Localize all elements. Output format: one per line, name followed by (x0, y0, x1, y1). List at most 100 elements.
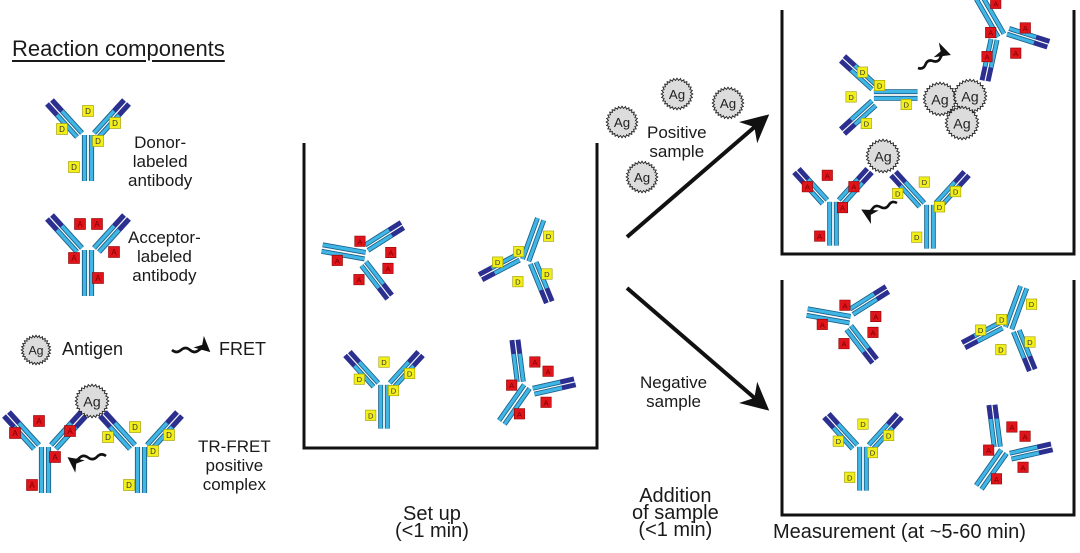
addition-step-label: Addition of sample (<1 min) (632, 485, 719, 541)
complex-label-line: positive (205, 456, 264, 475)
svg-text:D: D (903, 101, 909, 110)
svg-text:A: A (1023, 432, 1029, 441)
donor-tag: D (82, 105, 94, 117)
antigen-legend-label: Antigen (62, 339, 124, 359)
acceptor-tag: A (26, 479, 38, 491)
acceptor-tag: A (385, 246, 397, 258)
donor-label-line: Donor- (134, 133, 187, 152)
donor-tag: D (918, 176, 930, 188)
complex-label: TR-FRET positive complex (198, 437, 271, 494)
acceptor-tag: A (981, 51, 993, 63)
svg-text:D: D (895, 190, 901, 199)
donor-label-line: antibody (128, 171, 193, 190)
svg-text:A: A (840, 204, 846, 213)
svg-text:Ag: Ag (953, 116, 970, 132)
positive-sample-label: Positive sample (647, 123, 707, 161)
addition-step-line: (<1 min) (638, 519, 713, 541)
svg-text:A: A (546, 367, 552, 376)
svg-text:A: A (29, 481, 35, 490)
positive-sample-line: Positive (647, 123, 707, 142)
donor-tag: D (975, 324, 987, 336)
donor-tag: D (541, 268, 553, 280)
acceptor-tag: A (839, 299, 851, 311)
svg-text:D: D (999, 316, 1005, 325)
acceptor-tag: A (990, 473, 1002, 485)
svg-text:D: D (516, 248, 522, 257)
donor-tag: D (378, 356, 390, 368)
setup-step-line: Set up (403, 503, 461, 525)
positive-complex-antigen: Ag (865, 138, 901, 174)
donor-tag: D (866, 447, 879, 459)
addition-step-line: Addition (639, 485, 712, 507)
svg-text:A: A (356, 276, 362, 285)
positive-antigen: Ag (922, 81, 958, 117)
svg-text:A: A (36, 417, 42, 426)
svg-text:D: D (937, 203, 943, 212)
acceptor-label: Acceptor- labeled antibody (128, 228, 201, 285)
svg-text:D: D (132, 423, 138, 432)
svg-text:A: A (1013, 49, 1019, 58)
donor-tag: D (874, 79, 886, 92)
donor-tag: D (845, 91, 857, 103)
acceptor-tag: A (540, 396, 552, 408)
acceptor-tag: A (74, 218, 86, 230)
donor-tag: D (387, 385, 400, 397)
donor-tag: D (404, 367, 416, 380)
svg-text:A: A (95, 274, 101, 283)
svg-text:D: D (112, 119, 118, 128)
svg-text:A: A (1009, 423, 1015, 432)
svg-text:D: D (495, 258, 501, 267)
acceptor-tag: A (91, 218, 103, 230)
svg-text:D: D (368, 411, 374, 420)
acceptor-tag: A (870, 310, 882, 322)
svg-text:D: D (95, 137, 101, 146)
svg-text:D: D (166, 431, 172, 440)
acceptor-tag: A (821, 169, 833, 181)
svg-text:A: A (111, 248, 117, 257)
acceptor-tag: A (353, 274, 365, 286)
measurement-step-label: Measurement (at ~5-60 min) (773, 521, 1026, 543)
svg-text:Ag: Ag (634, 170, 650, 185)
positive-sample-line: sample (649, 142, 705, 161)
acceptor-tag: A (801, 181, 813, 193)
svg-text:D: D (953, 188, 959, 197)
negative-container (780, 280, 1076, 517)
acceptor-tag: A (513, 408, 525, 420)
svg-text:D: D (978, 326, 984, 335)
donor-tag: D (892, 187, 904, 200)
donor-tag: D (995, 344, 1007, 356)
fret-legend-label: FRET (219, 339, 266, 359)
positive-container (780, 10, 1076, 256)
svg-text:D: D (391, 387, 397, 396)
positive-path-arrow (625, 114, 770, 239)
svg-text:D: D (922, 178, 928, 187)
donor-tag: D (950, 186, 962, 198)
svg-text:Ag: Ag (931, 92, 948, 108)
acceptor-tag: A (838, 338, 850, 350)
sample-antigen: Ag (605, 105, 639, 139)
donor-tag: D (68, 161, 80, 173)
svg-text:A: A (12, 429, 18, 438)
svg-text:D: D (914, 233, 920, 242)
donor-tag: D (900, 98, 912, 111)
svg-text:A: A (842, 301, 848, 310)
svg-text:D: D (105, 433, 111, 442)
acceptor-label-line: Acceptor- (128, 228, 201, 247)
svg-text:D: D (836, 437, 842, 446)
svg-text:A: A (817, 232, 823, 241)
svg-text:Ag: Ag (874, 149, 891, 165)
svg-text:A: A (385, 264, 391, 273)
svg-text:A: A (820, 320, 826, 329)
svg-text:D: D (544, 270, 550, 279)
fret-legend-arrow (171, 335, 211, 354)
setup-container (302, 143, 599, 450)
acceptor-tag: A (867, 326, 879, 338)
donor-tag: D (109, 117, 121, 129)
acceptor-tag: A (848, 181, 860, 193)
donor-tag: D (129, 421, 141, 433)
